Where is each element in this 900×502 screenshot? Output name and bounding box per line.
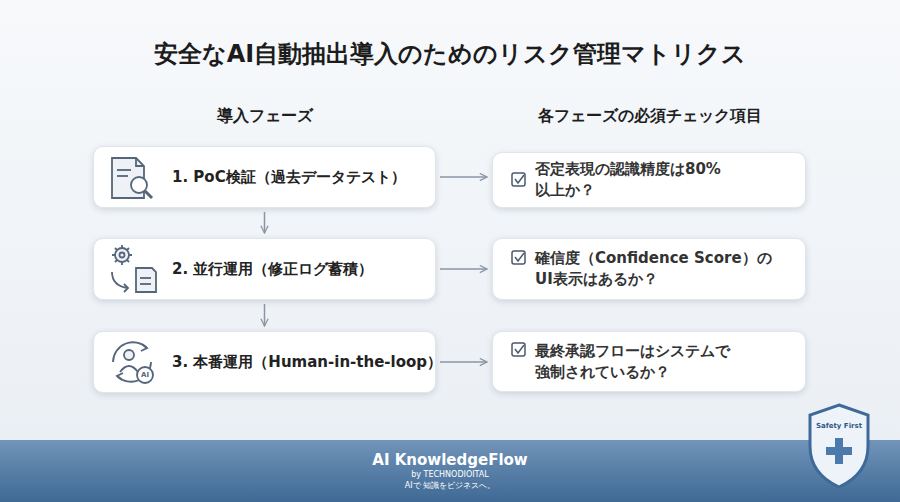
flow-arrow [264,212,266,233]
check-item-box: 確信度（Confidence Score）の UI表示はあるか？ [492,238,806,300]
cross-symbol [826,438,852,464]
node-text: 確信度（Confidence Score）の UI表示はあるか？ [493,248,775,290]
flow-arrow [440,176,487,178]
footer-text: AIで 知識をビジネスへ。 [405,480,495,491]
column-header: 導入フェーズ [217,106,313,127]
node-text: 3. 本番運用（Human-in-the-loop） [94,353,442,372]
column-header: 各フェーズの必須チェック項目 [538,106,762,127]
icon-badge-text: AI [141,371,149,379]
shield-shape [810,405,868,487]
shield-badge: Safety First [806,402,872,490]
footer-band: AI KnowledgeFlowby TECHNODIOITALAIで 知識をビ… [0,440,900,502]
phase-box: 3. 本番運用（Human-in-the-loop） [93,331,436,393]
flow-arrow [264,304,266,326]
node-text: 最終承認フローはシステムで 強制されているか？ [493,341,775,383]
phase-box: 2. 並行運用（修正ログ蓄積） [93,238,436,300]
phase-box: 1. PoC検証（過去データテスト） [93,146,436,208]
check-item-box: 否定表現の認識精度は80%以上か？ [492,152,806,208]
node-text: 否定表現の認識精度は80%以上か？ [493,159,773,201]
check-item-box: 最終承認フローはシステムで 強制されているか？ [492,331,806,392]
node-text: 1. PoC検証（過去データテスト） [94,168,406,187]
footer-text: by TECHNODIOITAL [411,469,489,480]
footer-text: AI KnowledgeFlow [372,451,527,469]
node-text: 2. 並行運用（修正ログ蓄積） [94,260,373,279]
diagram-title: 安全なAI自動抽出導入のためのリスク管理マトリクス [0,38,900,70]
flow-arrow [440,268,487,270]
badge-text: Safety First [806,422,872,430]
flow-arrow [440,361,487,363]
shield-outline [806,402,872,490]
